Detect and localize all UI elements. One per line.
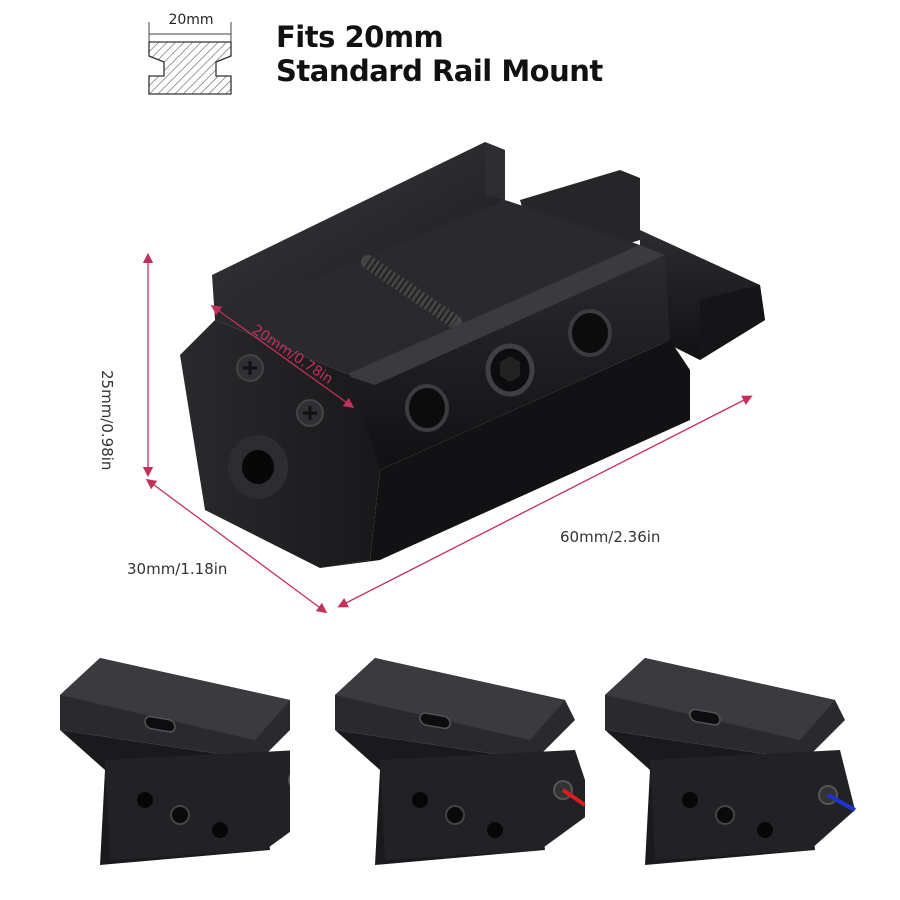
red-laser-beam	[561, 788, 585, 807]
height-dimension-label: 25mm/0.98in	[98, 370, 116, 471]
variant-green-laser	[60, 658, 290, 865]
headline-line-2: Standard Rail Mount	[276, 54, 603, 88]
variant-blue-laser	[605, 658, 856, 865]
laser-sight-main-image	[142, 142, 765, 614]
rail-cross-section-icon	[148, 22, 232, 95]
headline: Fits 20mm Standard Rail Mount	[276, 20, 603, 88]
length-dimension-label: 60mm/2.36in	[560, 528, 661, 546]
depth-dimension-label: 30mm/1.18in	[127, 560, 228, 578]
blue-laser-beam	[827, 793, 856, 812]
dimension-lines	[142, 252, 753, 614]
clamp-screw	[361, 255, 462, 329]
rail-back-wall	[212, 142, 505, 320]
rail-profile-icon: 20mm	[146, 12, 236, 96]
headline-line-1: Fits 20mm	[276, 20, 444, 54]
variant-red-laser	[335, 658, 585, 865]
rail-width-label: 20mm	[168, 12, 214, 28]
